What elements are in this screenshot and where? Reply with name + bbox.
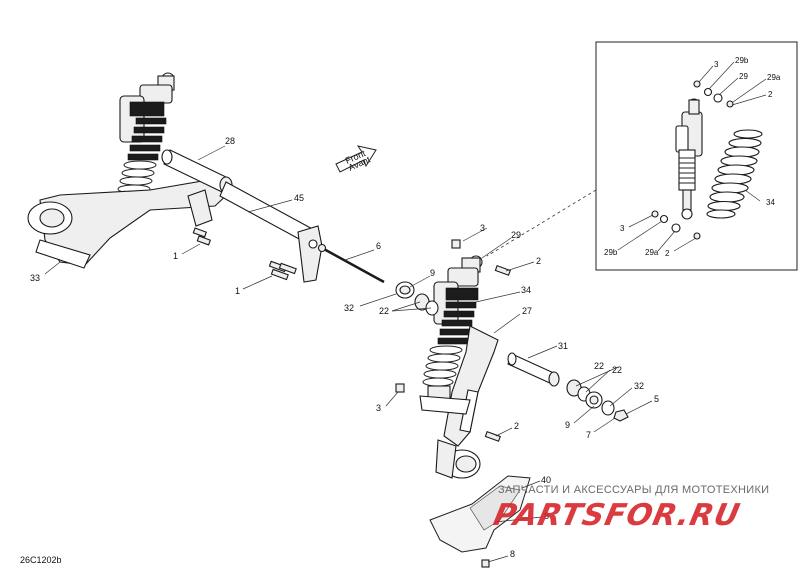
- callout-32-right: 32: [634, 381, 644, 391]
- inset-callout-29b-top: 29b: [735, 56, 749, 65]
- right-swing-arm-27: [419, 325, 499, 447]
- right-hub: [435, 439, 481, 479]
- callout-31: 31: [558, 341, 568, 351]
- bolt-6: [317, 243, 385, 284]
- callout-6: 6: [376, 241, 381, 251]
- callout-3-lower: 3: [376, 403, 381, 413]
- inset-hardware: [651, 80, 734, 240]
- callout-9-left: 9: [430, 268, 435, 278]
- inset-callout-3-bottom: 3: [620, 224, 625, 233]
- callout-22-left: 22: [379, 306, 389, 316]
- callout-40: 40: [541, 475, 551, 485]
- watermark-tagline: ЗАПЧАСТИ И АКСЕССУАРЫ ДЛЯ МОТОТЕХНИКИ: [498, 484, 770, 496]
- callout-1-lower: 1: [235, 286, 240, 296]
- callout-29: 29: [511, 230, 521, 240]
- callout-3-upper: 3: [480, 223, 485, 233]
- callout-32-left: 32: [344, 303, 354, 313]
- inset-callout-3-top: 3: [714, 60, 719, 69]
- detail-pointer-line: [486, 189, 597, 257]
- inset-callout-29: 29: [739, 72, 748, 81]
- right-shaft-31: [507, 352, 560, 387]
- inset-callout-2-top: 2: [768, 90, 773, 99]
- bearings-and-washers: [395, 281, 629, 422]
- callout-27: 27: [522, 306, 532, 316]
- callout-2-upper: 2: [536, 256, 541, 266]
- callout-8-lower: 8: [510, 549, 515, 559]
- callout-22-right-b: 22: [612, 365, 622, 375]
- callout-33: 33: [30, 273, 40, 283]
- inset-callout-34: 34: [766, 198, 775, 207]
- right-shock-absorber: [422, 255, 483, 401]
- inset-leader-lines: [617, 61, 767, 252]
- shaft-45: [219, 181, 323, 283]
- inset-callout-29a-top: 29a: [767, 73, 781, 82]
- callout-22-right-a: 22: [594, 361, 604, 371]
- callout-2-lower: 2: [514, 421, 519, 431]
- leader-lines: [44, 145, 653, 563]
- bolts-1-left: [192, 227, 297, 281]
- front-direction-arrow: [335, 145, 377, 173]
- inset-callout-2-bottom: 2: [665, 249, 670, 258]
- diagram-reference-code: 26C1202b: [20, 555, 62, 565]
- callout-7: 7: [586, 430, 591, 440]
- inset-shock-absorber: [675, 98, 703, 220]
- inset-callout-29b-bottom: 29b: [604, 248, 618, 257]
- left-swing-arm: [27, 177, 233, 269]
- inset-coil-spring: [706, 129, 763, 219]
- callout-9-right: 9: [565, 420, 570, 430]
- callout-34: 34: [521, 285, 531, 295]
- skid-plate-40: [429, 475, 531, 553]
- callout-5: 5: [654, 394, 659, 404]
- callout-8-upper: 8: [544, 511, 549, 521]
- callout-1-upper: 1: [173, 251, 178, 261]
- callout-28: 28: [225, 136, 235, 146]
- inset-callout-29a-bottom: 29a: [645, 248, 659, 257]
- callout-45: 45: [294, 193, 304, 203]
- watermark-brand-logo: PARTSFOR.RU: [490, 498, 744, 533]
